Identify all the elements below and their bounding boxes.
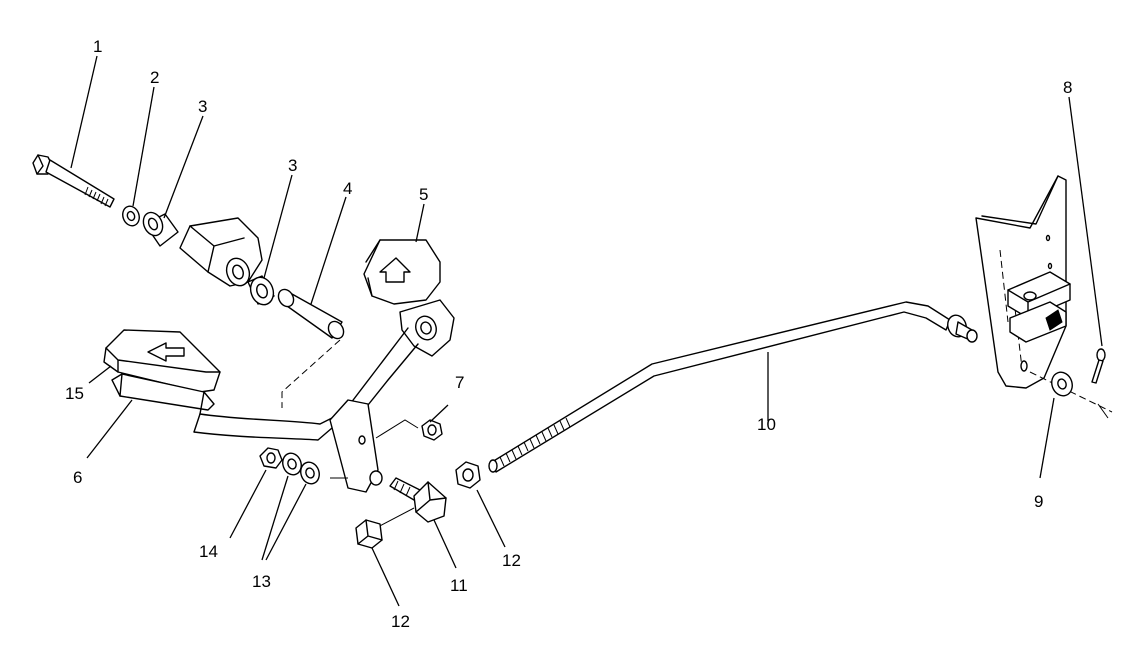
callout-7: 7 [455,373,464,392]
part-8-cotter-pin [1091,348,1106,384]
part-2-washer [122,205,140,227]
callout-6: 6 [73,468,82,487]
callout-12-upper: 12 [502,551,521,570]
callout-1: 1 [93,37,102,56]
part-7-nut [421,419,443,441]
callout-2: 2 [150,68,159,87]
callout-5: 5 [419,185,428,204]
mounting-bracket [975,175,1113,419]
part-14-nut [259,447,283,469]
callout-12-lower: 12 [391,612,410,631]
callout-14: 14 [199,542,218,561]
part-10-control-rod [488,301,978,473]
callout-13: 13 [252,572,271,591]
part-1-bolt [32,154,115,208]
callout-3-upper-left: 3 [198,97,207,116]
part-3-bushing-right [247,275,275,306]
part-9-washer [1051,371,1073,397]
part-15-reverse-pedal-pad [103,329,221,393]
pedal-arm [193,299,455,493]
callout-3-lower: 3 [288,156,297,175]
part-12-nut-upper [455,461,481,489]
part-12-nut-lower [355,519,383,549]
callout-4: 4 [343,179,352,198]
callout-8: 8 [1063,78,1072,97]
part-3-bushing-left [142,211,179,247]
part-5-forward-pedal-pad [363,239,441,305]
callout-9: 9 [1034,492,1043,511]
leader-lines [70,55,1103,607]
part-13-washers [282,452,320,485]
callout-10: 10 [757,415,776,434]
callout-labels: 1 2 3 3 4 5 6 7 8 9 10 11 12 12 13 14 15 [65,37,1072,631]
pivot-bracket [179,217,263,287]
callout-15: 15 [65,384,84,403]
callout-11: 11 [450,576,468,595]
part-4-spacer-tube [277,288,345,408]
part-6-pedal-plate [111,373,215,415]
part-11-rod-end [371,477,447,531]
